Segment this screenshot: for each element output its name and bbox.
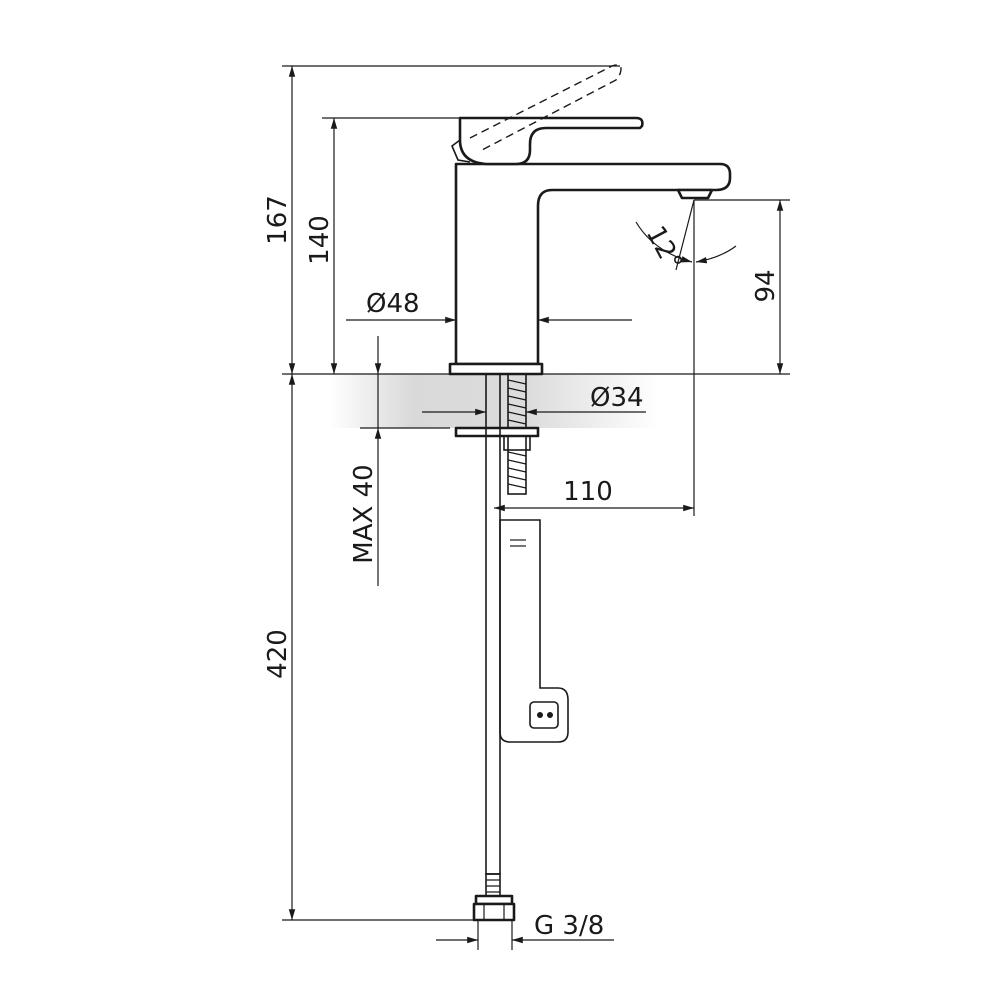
- dim-hose-length-label: 420: [263, 629, 293, 679]
- dim-overall-height: 167: [263, 65, 620, 374]
- dim-spout-height: 94: [694, 199, 790, 374]
- faucet-body: [448, 162, 732, 376]
- dim-shank-diameter: Ø34: [422, 383, 646, 416]
- dim-body-diameter: Ø48: [346, 289, 632, 364]
- countertop-section: [330, 374, 660, 428]
- dim-body-height: 140: [305, 117, 460, 374]
- dim-max-deck-thickness-label: MAX 40: [349, 464, 379, 563]
- dim-connection-thread: G 3/8: [436, 911, 614, 950]
- dim-body-diameter-label: Ø48: [366, 289, 420, 319]
- dim-shank-diameter-label: Ø34: [590, 383, 644, 413]
- flexible-hose: [485, 373, 501, 875]
- dim-spout-height-label: 94: [751, 269, 781, 302]
- dim-spout-reach: 110: [494, 477, 694, 512]
- hose-clip-bracket: [499, 519, 569, 743]
- dim-hose-length: 420: [263, 374, 478, 921]
- dim-spray-angle-label: 12°: [640, 221, 688, 276]
- dim-overall-height-label: 167: [263, 195, 293, 245]
- dim-spout-reach-label: 110: [563, 477, 613, 507]
- dim-connection-thread-label: G 3/8: [534, 911, 604, 941]
- dim-spray-angle: 12°: [635, 199, 737, 516]
- dim-body-height-label: 140: [305, 215, 335, 265]
- dim-max-deck-thickness: MAX 40: [349, 336, 382, 586]
- lever-handle: [451, 116, 644, 166]
- fixing-plate: [454, 426, 540, 438]
- hose-connector: [472, 873, 516, 922]
